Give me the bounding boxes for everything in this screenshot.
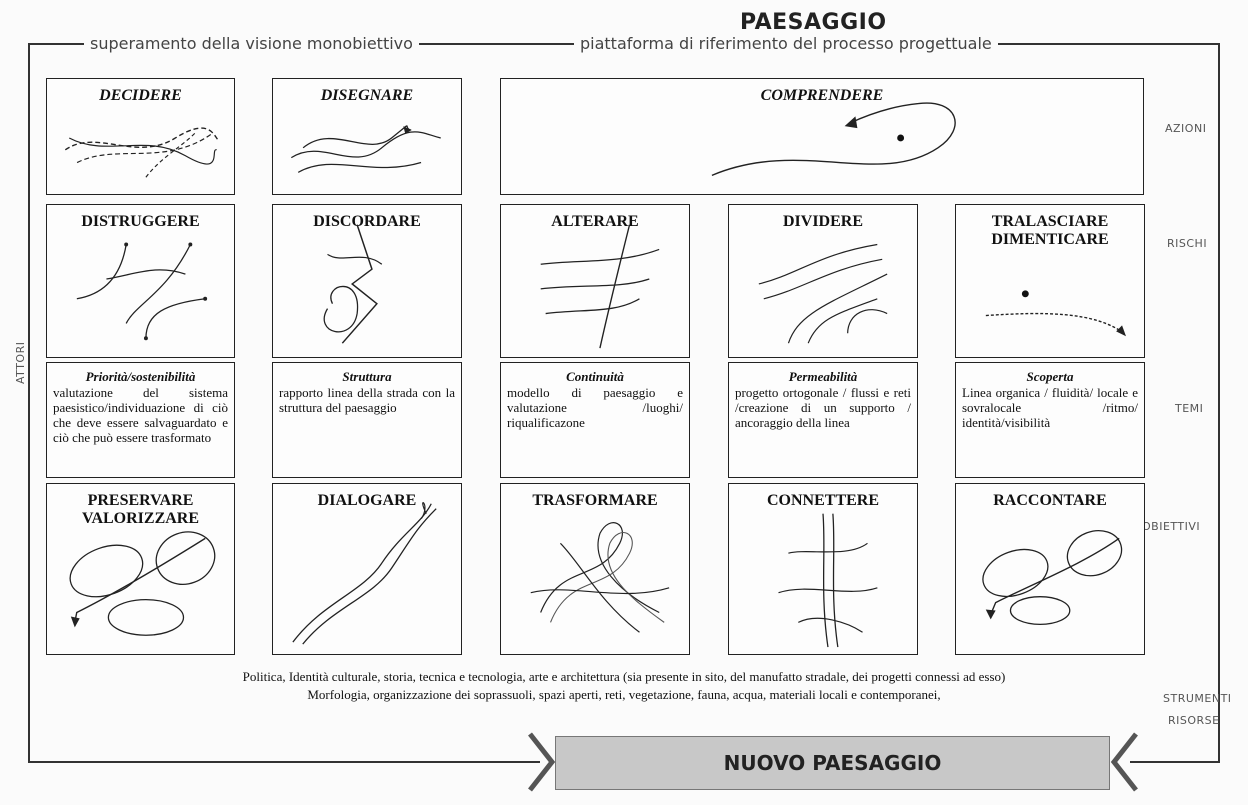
azione-decidere: DECIDERE <box>46 78 235 195</box>
rischio-dividere: DIVIDERE <box>728 204 918 358</box>
tema-title: Permeabilità <box>788 369 858 384</box>
obiettivo-raccontare: RACCONTARE <box>955 483 1145 655</box>
tema-text: modello di paesaggio e valutazione /luog… <box>507 385 683 430</box>
obiettivo-preservare: PRESERVARE VALORIZZARE <box>46 483 235 655</box>
tema-struttura: Struttura rapporto linea della strada co… <box>272 362 462 478</box>
connettere-sketch <box>778 513 878 648</box>
tema-text: valutazione del sistema paesistico/indiv… <box>53 385 228 445</box>
tema-text: rapporto linea della strada con la strut… <box>279 385 455 415</box>
tema-priorita: Priorità/sostenibilità valutazione del s… <box>46 362 235 478</box>
rischio-title: ALTERARE <box>551 213 639 230</box>
tema-title: Continuità <box>566 369 624 384</box>
right-subtitle: piattaforma di riferimento del processo … <box>574 34 998 53</box>
decidere-sketch <box>64 127 220 178</box>
risorse-label: RISORSE <box>1168 714 1220 727</box>
rischio-alterare: ALTERARE <box>500 204 690 358</box>
obiettivi-label: OBIETTIVI <box>1142 520 1201 533</box>
obiettivo-title: DIALOGARE <box>317 492 417 509</box>
tema-text: progetto ortogonale / flussi e reti /cre… <box>735 385 911 430</box>
rischio-title: DIVIDERE <box>782 213 863 230</box>
obiettivo-trasformare: TRASFORMARE <box>500 483 690 655</box>
azioni-label: AZIONI <box>1165 122 1207 135</box>
azione-title: DISEGNARE <box>320 87 414 104</box>
diagram-title: PAESAGGIO <box>740 10 887 35</box>
alterare-sketch <box>540 224 660 349</box>
frame-bottom-right <box>1130 761 1220 763</box>
tema-scoperta: Scoperta Linea organica / fluidità/ loca… <box>955 362 1145 478</box>
dividere-sketch <box>758 243 888 344</box>
risorse-text: Morfologia, organizzazione dei soprassuo… <box>307 687 941 702</box>
rischio-title: DISCORDARE <box>313 213 421 230</box>
rischio-title-1: TRALASCIARE <box>991 213 1109 230</box>
nuovo-paesaggio-box: NUOVO PAESAGGIO <box>555 736 1110 790</box>
azione-title: DECIDERE <box>99 87 182 104</box>
obiettivo-title: CONNETTERE <box>766 492 880 509</box>
azione-comprendere: COMPRENDERE <box>500 78 1144 195</box>
tema-permeabilita: Permeabilità progetto ortogonale / fluss… <box>728 362 918 478</box>
tema-title: Struttura <box>342 369 392 384</box>
tema-title: Priorità/sostenibilità <box>85 369 196 384</box>
obiettivo-title-1: PRESERVARE <box>87 492 194 509</box>
preservare-sketch <box>69 531 216 636</box>
frame-right <box>1218 43 1220 763</box>
strumenti-text: Politica, Identità culturale, storia, te… <box>242 669 1006 684</box>
distruggere-sketch <box>76 242 208 341</box>
dialogare-sketch <box>292 502 437 645</box>
rischi-label: RISCHI <box>1167 237 1208 250</box>
discordare-sketch <box>323 224 383 344</box>
right-chevron-icon <box>1110 732 1138 792</box>
comprendere-sketch <box>711 102 956 176</box>
left-subtitle: superamento della visione monobiettivo <box>84 34 419 53</box>
frame-bottom-left <box>28 761 540 763</box>
rischio-title: DISTRUGGERE <box>81 213 200 230</box>
tema-continuita: Continuità modello di paesaggio e valuta… <box>500 362 690 478</box>
tralasciare-sketch <box>985 290 1126 337</box>
temi-label: TEMI <box>1175 402 1204 415</box>
rischio-tralasciare: TRALASCIARE DIMENTICARE <box>955 204 1145 358</box>
frame-left <box>28 43 30 763</box>
obiettivo-title: RACCONTARE <box>993 492 1107 509</box>
obiettivo-dialogare: DIALOGARE <box>272 483 462 655</box>
rischio-distruggere: DISTRUGGERE <box>46 204 235 358</box>
raccontare-sketch <box>982 530 1123 625</box>
rischio-discordare: DISCORDARE <box>272 204 462 358</box>
rischio-title-2: DIMENTICARE <box>991 231 1109 248</box>
azione-disegnare: DISEGNARE <box>272 78 462 195</box>
left-chevron-icon <box>528 732 556 792</box>
disegnare-sketch <box>290 125 441 173</box>
obiettivo-title-2: VALORIZZARE <box>81 510 200 527</box>
azione-title: COMPRENDERE <box>760 87 884 104</box>
tema-title: Scoperta <box>1026 369 1074 384</box>
tema-text: Linea organica / fluidità/ locale e sovr… <box>962 385 1138 430</box>
obiettivo-title: TRASFORMARE <box>532 492 658 509</box>
attori-label: ATTORI <box>14 337 27 388</box>
strumenti-label: STRUMENTI <box>1163 692 1232 705</box>
obiettivo-connettere: CONNETTERE <box>728 483 918 655</box>
trasformare-sketch <box>530 522 670 633</box>
